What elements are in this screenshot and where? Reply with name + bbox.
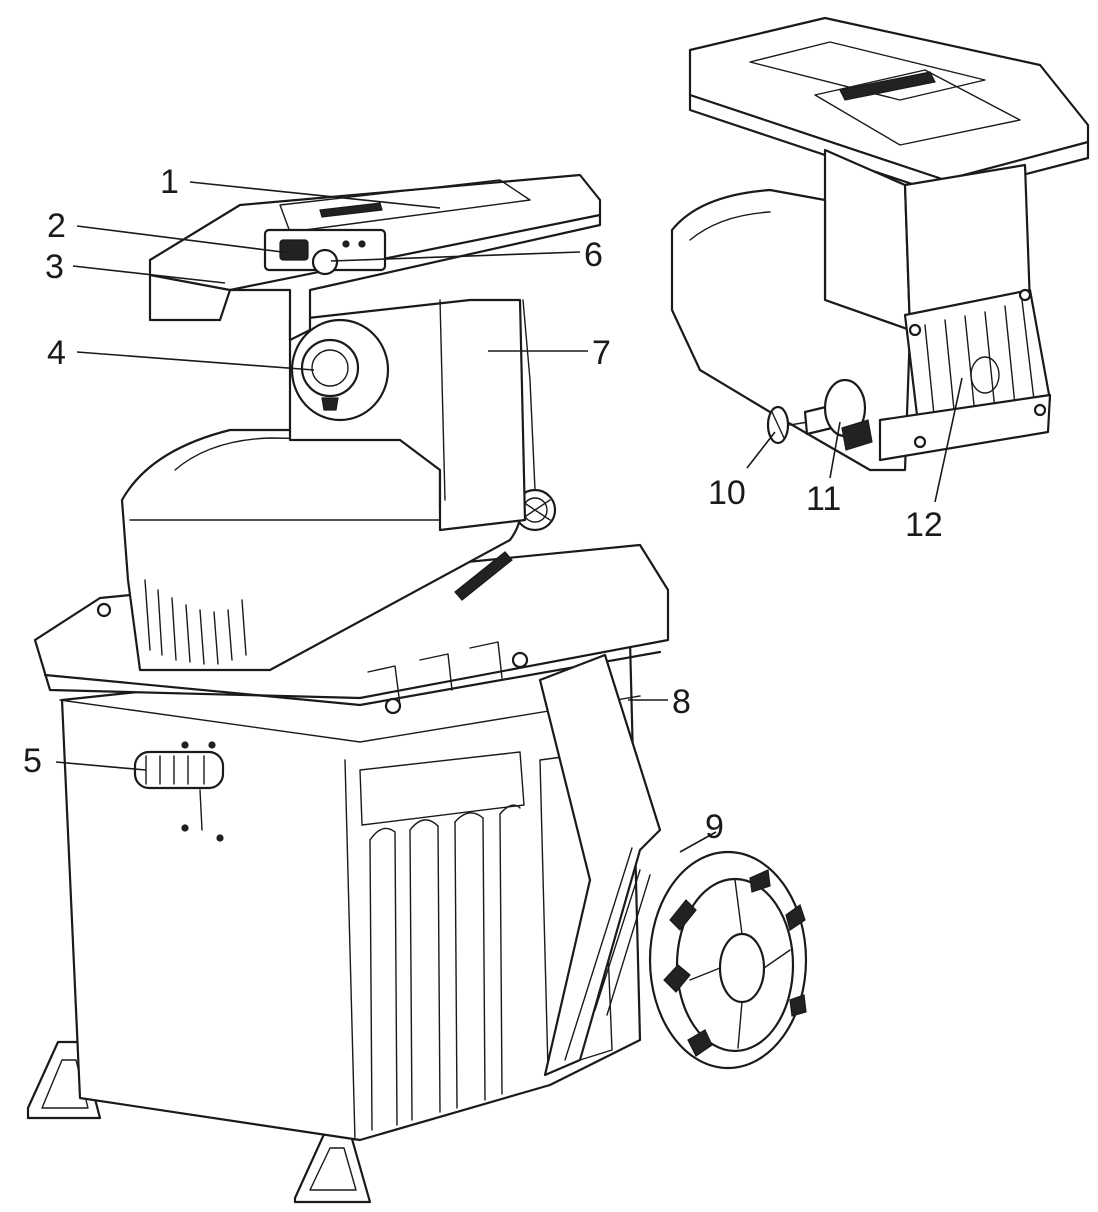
callout-1: 1 <box>160 163 179 201</box>
leader-lines <box>55 181 963 853</box>
wheel <box>648 850 808 1070</box>
callout-4: 4 <box>47 334 66 372</box>
box-handle-recess <box>133 750 225 790</box>
callout-8: 8 <box>672 683 691 721</box>
callout-10: 10 <box>708 474 746 512</box>
callout-2: 2 <box>47 207 66 245</box>
callout-12: 12 <box>905 506 943 544</box>
callout-7: 7 <box>592 334 611 372</box>
callout-11: 11 <box>806 480 841 518</box>
callout-9: 9 <box>705 808 724 846</box>
callout-5: 5 <box>23 742 42 780</box>
callout-3: 3 <box>45 248 64 286</box>
overload-button <box>311 248 339 276</box>
on-off-switch <box>279 239 309 261</box>
power-cord <box>522 299 536 491</box>
transport-handle-frame <box>538 653 662 1077</box>
main-shredder-view <box>26 173 808 1204</box>
safety-knob <box>300 338 360 398</box>
callout-labels: 1 2 3 4 5 6 7 8 9 10 11 12 <box>23 163 943 846</box>
inset-shredder-view <box>670 16 1090 472</box>
front-right-foot <box>293 1130 372 1204</box>
callout-6: 6 <box>584 236 603 274</box>
inset-hopper <box>688 16 1090 197</box>
